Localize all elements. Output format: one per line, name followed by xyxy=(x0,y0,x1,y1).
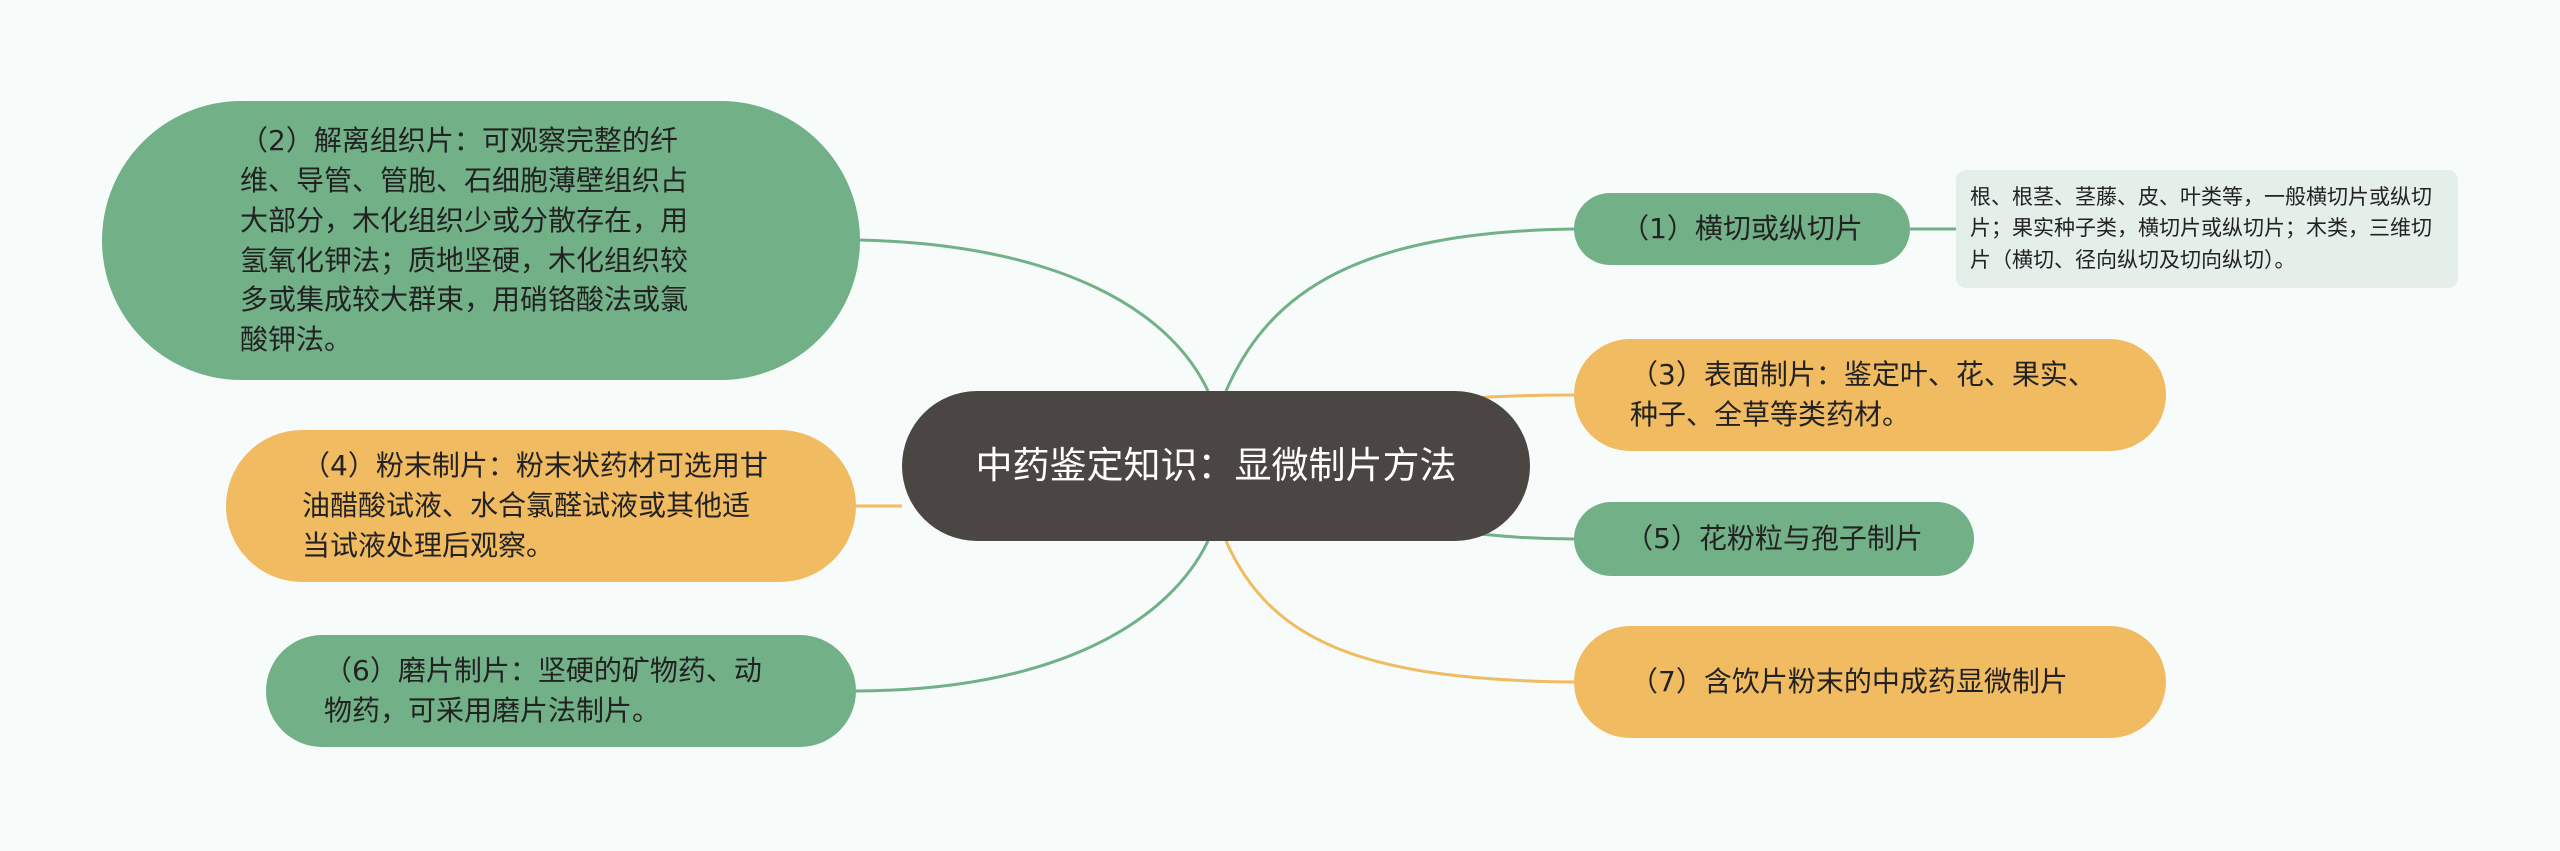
branch-node-5: （5）花粉粒与孢子制片 xyxy=(1574,502,1974,576)
branch-node-5-label: （5）花粉粒与孢子制片 xyxy=(1625,522,1923,556)
branch-node-6-label: （6）磨片制片：坚硬的矿物药、动物药，可采用磨片法制片。 xyxy=(324,654,762,727)
center-topic-label: 中药鉴定知识：显微制片方法 xyxy=(975,444,1457,488)
center-topic: 中药鉴定知识：显微制片方法 xyxy=(902,391,1530,541)
branch-node-1-note-text: 根、根茎、茎藤、皮、叶类等，一般横切片或纵切片；果实种子类，横切片或纵切片；木类… xyxy=(1970,184,2432,272)
branch-node-3-label: （3）表面制片：鉴定叶、花、果实、种子、全草等类药材。 xyxy=(1630,358,2096,431)
branch-node-7-label: （7）含饮片粉末的中成药显微制片 xyxy=(1630,665,2068,699)
link-center-b7 xyxy=(1224,540,1575,684)
link-center-b6 xyxy=(855,540,1210,693)
branch-node-2-label: （2）解离组织片：可观察完整的纤维、导管、管胞、石细胞薄壁组织占大部分，木化组织… xyxy=(240,124,689,356)
link-center-b2 xyxy=(859,238,1210,392)
branch-node-1-label: （1）横切或纵切片 xyxy=(1621,212,1863,246)
branch-node-6: （6）磨片制片：坚硬的矿物药、动物药，可采用磨片法制片。 xyxy=(266,635,856,747)
link-center-b1 xyxy=(1224,227,1575,392)
branch-node-3: （3）表面制片：鉴定叶、花、果实、种子、全草等类药材。 xyxy=(1574,339,2166,451)
branch-node-1: （1）横切或纵切片 xyxy=(1574,193,1910,265)
branch-node-4: （4）粉末制片：粉末状药材可选用甘油醋酸试液、水合氯醛试液或其他适当试液处理后观… xyxy=(226,430,856,582)
branch-node-1-note: 根、根茎、茎藤、皮、叶类等，一般横切片或纵切片；果实种子类，横切片或纵切片；木类… xyxy=(1956,170,2458,288)
branch-node-2: （2）解离组织片：可观察完整的纤维、导管、管胞、石细胞薄壁组织占大部分，木化组织… xyxy=(102,101,860,380)
branch-node-4-label: （4）粉末制片：粉末状药材可选用甘油醋酸试液、水合氯醛试液或其他适当试液处理后观… xyxy=(302,449,768,562)
branch-node-7: （7）含饮片粉末的中成药显微制片 xyxy=(1574,626,2166,738)
